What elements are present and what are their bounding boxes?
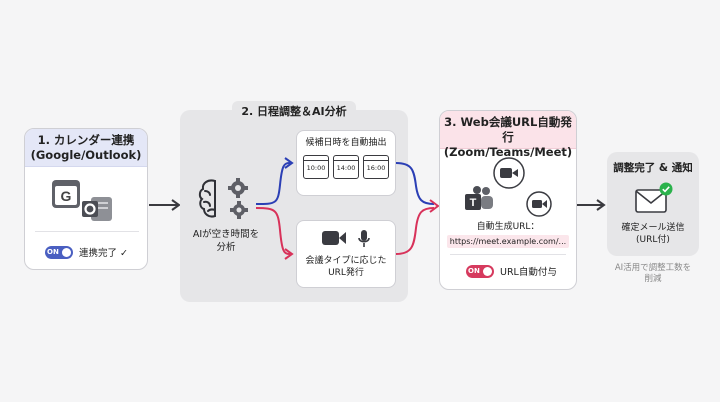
teams-icon: T [464,185,496,215]
toggle-knob [483,266,492,276]
step1-toggle-label: ON [47,248,59,256]
step2-title: 2. 日程調整＆AI分析 [241,105,347,118]
step2-title-pill: 2. 日程調整＆AI分析 [232,101,356,121]
step4-footnote: AI活用で調整工数を 削減 [601,263,705,285]
toggle-knob [62,247,71,257]
step1-divider [35,231,139,232]
blue-arrow-extract-to-step3 [395,162,435,205]
red-arrowhead [284,248,294,260]
time-slot[interactable]: 16:00 [366,164,386,172]
step4-label-line2: (URL付) [636,235,670,245]
video-camera-icon [321,229,347,249]
step3-header: 3. Web会議URL自動発行 (Zoom/Teams/Meet) [440,111,576,159]
time-slot[interactable]: 10:00 [306,164,326,172]
url-card-label-line1: 会議タイプに応じた [305,256,387,266]
calendar-header [304,156,328,161]
red-arrowhead-step3 [429,199,440,213]
mail-icon [635,186,675,216]
step1-toggle[interactable]: ON [45,245,73,259]
step1-title-line1: 1. カレンダー連携 [37,133,135,147]
step3-status-row: ON URL自動付与 [466,264,557,278]
outlook-icon [81,195,113,223]
step3-title-line2: (Zoom/Teams/Meet) [443,145,573,159]
calendar-icon: 10:00 [303,155,329,179]
step4-label: 確定メール送信 (URL付) [607,222,699,246]
check-icon [659,182,673,196]
blue-arrow-ai-to-extract [255,162,291,205]
ai-label-line1: AIが空き時間を [192,229,260,240]
step4-title: 調整完了 & 通知 [613,162,693,174]
step3-title-line1: 3. Web会議URL自動発行 [444,115,572,144]
red-arrow-ai-to-url [255,207,291,255]
step1-header: 1. カレンダー連携 (Google/Outlook) [25,129,147,167]
ai-label-line2: 分析 [216,242,236,253]
meet-icon [526,191,552,217]
url-card-icons [297,229,395,249]
red-arrow-url-to-step3 [395,207,435,255]
generated-url-label: 自動生成URL： [476,222,540,232]
step1-title-line2: (Google/Outlook) [30,148,142,162]
extract-card: 候補日時を自動抽出 10:00 14:00 16:00 [296,130,396,196]
time-slot-list: 10:00 14:00 16:00 [297,155,395,179]
extract-card-title: 候補日時を自動抽出 [305,138,387,148]
step4-card: 調整完了 & 通知 確定メール送信 (URL付) [607,152,699,256]
calendar-header [364,156,388,161]
step1-card: 1. カレンダー連携 (Google/Outlook) G ON 連携完了 ✓ [24,128,148,270]
step1-status-text: 連携完了 ✓ [79,248,128,259]
step3-divider [450,254,566,255]
step4-footnote-line1: AI活用で調整工数を [614,263,692,273]
arrowhead-step4 [596,199,606,211]
time-slot[interactable]: 14:00 [336,164,356,172]
generated-url-field[interactable]: https://meet.example.com/... [447,235,569,248]
microphone-icon [357,229,371,249]
step1-status-row: ON 連携完了 ✓ [45,245,128,259]
step3-toggle[interactable]: ON [466,264,494,278]
blue-arrowhead [284,157,294,169]
url-card: 会議タイプに応じた URL発行 [296,220,396,288]
arrow-step1-to-step2 [149,199,181,211]
step4-footnote-line2: 削減 [644,274,662,284]
generated-url-text: https://meet.example.com/... [449,237,567,246]
step3-toggle-label: ON [468,267,480,275]
calendar-header [334,156,358,161]
google-calendar-icon: G [51,179,81,209]
step3-card: 3. Web会議URL自動発行 (Zoom/Teams/Meet) T 自動生成… [439,110,577,290]
url-card-label-line2: URL発行 [328,268,364,278]
zoom-icon [493,157,525,189]
url-card-label: 会議タイプに応じた URL発行 [297,255,395,279]
ai-label: AIが空き時間を 分析 [188,228,264,254]
svg-text:T: T [470,197,477,209]
gear-icon [226,178,252,222]
calendar-icon: 16:00 [363,155,389,179]
step4-label-line1: 確定メール送信 [621,223,685,233]
step3-status-text: URL自動付与 [500,267,557,278]
calendar-icon: 14:00 [333,155,359,179]
svg-text:G: G [61,188,72,204]
brain-icon [198,178,232,222]
